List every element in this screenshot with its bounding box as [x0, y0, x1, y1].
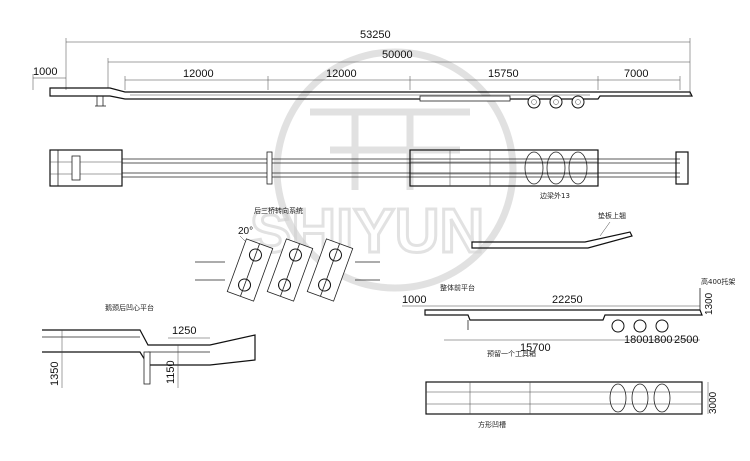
- gooseneck-length: 1250: [172, 325, 196, 337]
- bottom-plan-view: 3000 方形凹槽: [425, 381, 719, 429]
- dim-seg2: 12000: [326, 68, 357, 80]
- deck-plate-detail: 垫板上翘: [471, 211, 633, 249]
- second-side-view: 整体前平台 高400托架 1000 22250 1300 15700 1800 …: [402, 277, 735, 358]
- steering-detail: 后三桥转向系统 20°: [195, 206, 380, 302]
- sv2-front: 1000: [402, 294, 426, 306]
- steering-angle: 20°: [238, 226, 253, 237]
- gooseneck-height-total: 1350: [49, 362, 61, 386]
- top-side-view: 53250 50000 1000 12000 12000 15750 7000: [32, 29, 693, 109]
- dim-seg3: 15750: [488, 68, 519, 80]
- deck-plate-label: 垫板上翘: [598, 211, 626, 220]
- label-platform: 整体前平台: [440, 283, 475, 292]
- dim-seg1: 12000: [183, 68, 214, 80]
- label-bracket: 高400托架: [701, 277, 735, 286]
- dim-front-overhang: 1000: [33, 66, 57, 78]
- sv2-width: 3000: [708, 391, 719, 414]
- sv2-main: 15700: [520, 342, 551, 354]
- gooseneck-height-lower: 1150: [165, 360, 177, 384]
- gooseneck-title: 鹅颈后凹心平台: [105, 303, 154, 312]
- sv2-axle2: 1800: [648, 334, 672, 346]
- gooseneck-detail: 鹅颈后凹心平台 1250 1350 1150: [42, 303, 256, 388]
- sv2-axle1: 1800: [624, 334, 648, 346]
- sv2-overall: 22250: [552, 294, 583, 306]
- steering-title: 后三桥转向系统: [254, 206, 303, 215]
- label-recess: 方形凹槽: [478, 420, 506, 429]
- dim-overall: 53250: [360, 29, 391, 41]
- dim-deck: 50000: [382, 49, 413, 61]
- sv2-rear: 2500: [674, 334, 698, 346]
- dim-seg4: 7000: [624, 68, 648, 80]
- label-side-beam: 边梁外13: [540, 191, 570, 200]
- sv2-height: 1300: [704, 292, 715, 315]
- top-plan-view: 边梁外13: [49, 149, 689, 200]
- label-toolbox: 预留一个工具箱: [487, 349, 536, 358]
